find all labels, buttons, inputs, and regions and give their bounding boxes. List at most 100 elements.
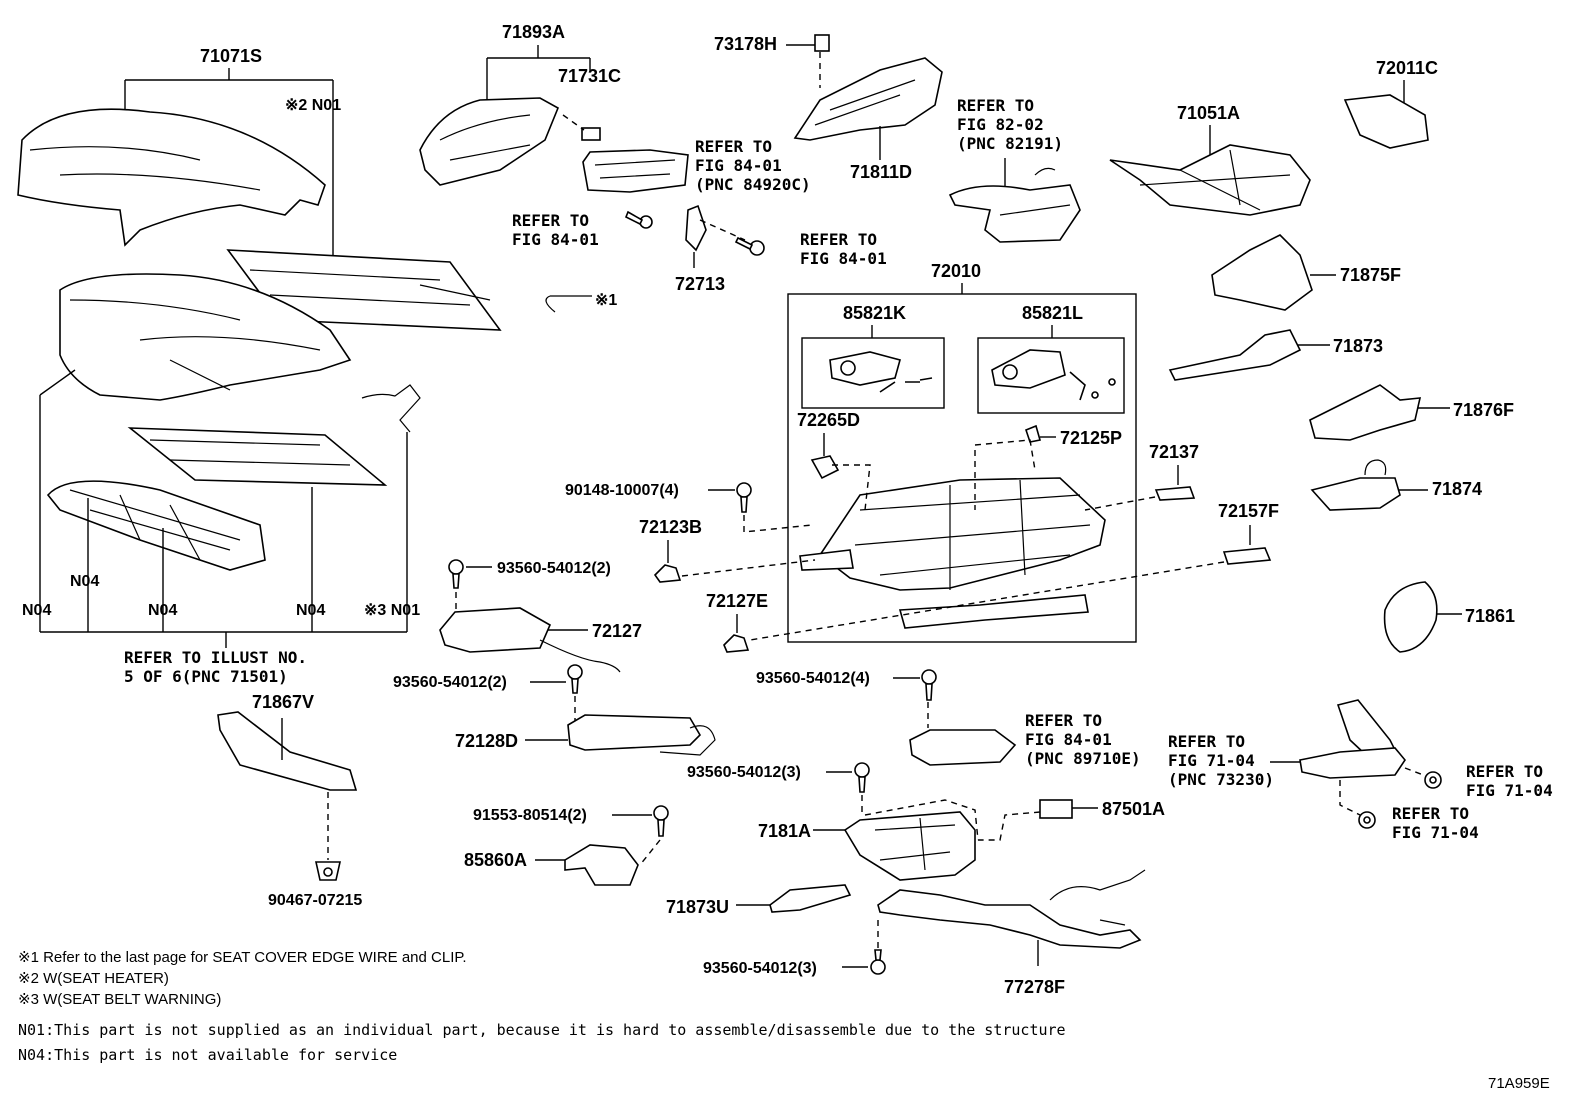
screw-84-01-part — [624, 210, 653, 229]
footnote-1: ※1 Refer to the last page for SEAT COVER… — [18, 949, 467, 966]
part-label-73178H: 73178H — [714, 34, 777, 54]
note-marker-1: ※1 — [595, 292, 617, 309]
refer-nut-a-line2: FIG 71-04 — [1466, 781, 1553, 800]
bolt-93560-d-part — [854, 762, 870, 793]
refer-illust-line1: REFER TO ILLUST NO. — [124, 648, 307, 667]
refer-89710E-line2: FIG 84-01 — [1025, 730, 1112, 749]
part-label-71051A: 71051A — [1177, 103, 1240, 123]
cover-72137-part — [1154, 486, 1196, 501]
part-label-90467: 90467-07215 — [268, 892, 362, 909]
part-label-72137: 72137 — [1149, 442, 1199, 462]
clip-90467-part — [315, 861, 341, 881]
bolt-91553-part — [653, 805, 669, 837]
part-label-72157F: 72157F — [1218, 501, 1279, 521]
motor-box-85821K — [801, 337, 945, 409]
motor-85860A-part — [564, 844, 639, 886]
dash-inside-assy — [832, 439, 1036, 511]
bracket-71875F-part — [1211, 234, 1313, 311]
dash-91553 — [639, 839, 661, 866]
bracket-72265D-part — [810, 455, 840, 480]
refer-switch-line2: FIG 84-01 — [695, 156, 782, 175]
sensor-72128D-part — [567, 714, 716, 756]
part-label-71873: 71873 — [1333, 336, 1383, 356]
refer-89710E-line1: REFER TO — [1025, 711, 1102, 730]
footnote-n04: N04:This part is not available for servi… — [18, 1046, 397, 1064]
note-label-n04-d: N04 — [296, 602, 325, 619]
part-label-72010: 72010 — [931, 261, 981, 281]
part-label-71876F: 71876F — [1453, 400, 1514, 420]
nut-84-01-part — [734, 236, 765, 256]
nut-71-04-a-part — [1424, 771, 1442, 789]
footnote-3: ※3 W(SEAT BELT WARNING) — [18, 991, 221, 1008]
refer-screw-line2: FIG 84-01 — [512, 230, 599, 249]
refer-nut-line2: FIG 84-01 — [800, 249, 887, 268]
refer-screw-line1: REFER TO — [512, 211, 589, 230]
part-label-72123B: 72123B — [639, 517, 702, 537]
motor-box-85821L — [977, 337, 1125, 414]
bracket-71876F-part — [1309, 384, 1422, 441]
seat-track-assembly-part — [799, 477, 1106, 629]
bracket-71873-part — [1168, 329, 1302, 381]
part-label-71875F: 71875F — [1340, 265, 1401, 285]
part-label-72011C: 72011C — [1376, 58, 1438, 78]
bolt-93560-b-part — [567, 664, 583, 694]
part-label-71731C: 71731C — [558, 66, 621, 86]
part-label-87501A: 87501A — [1102, 799, 1165, 819]
refer-nut-line1: REFER TO — [800, 230, 877, 249]
figure-code: 71A959E — [1488, 1075, 1550, 1092]
note-label-n01-heater: ※2 N01 — [285, 97, 341, 114]
nut-71-04-b-part — [1358, 811, 1376, 829]
refer-8202-line1: REFER TO — [957, 96, 1034, 115]
dash-72157F — [749, 561, 1225, 641]
part-label-85821L: 85821L — [1022, 303, 1083, 323]
cover-72011C-part — [1343, 94, 1429, 149]
assy-box-72010 — [787, 293, 1137, 643]
bolt-93560-e-part — [870, 949, 886, 975]
bracket-7181A-part — [843, 811, 976, 881]
belt-buckle-73230-part — [1299, 699, 1406, 779]
refer-8202-line3: (PNC 82191) — [957, 134, 1063, 153]
refer-nut-a-line1: REFER TO — [1466, 762, 1543, 781]
side-shield-71893A-part — [419, 97, 560, 186]
dash-72123B — [681, 559, 816, 577]
cap-73178H-part — [814, 34, 830, 52]
ecu-89710E-part — [909, 729, 1017, 766]
refer-switch-line3: (PNC 84920C) — [695, 175, 811, 194]
part-label-71071S: 71071S — [200, 46, 262, 66]
dash-72713 — [699, 219, 746, 241]
note-label-n04-b: N04 — [22, 602, 51, 619]
side-shield-71811D-part — [793, 57, 943, 141]
bolt-label-91553: 91553-80514(2) — [473, 807, 587, 824]
part-label-71873U: 71873U — [666, 897, 729, 917]
refer-switch-line1: REFER TO — [695, 137, 772, 156]
harness-82191-part — [948, 167, 1081, 243]
dash-72137 — [1084, 496, 1156, 511]
power-seat-switch-part — [582, 149, 689, 193]
motor-85821K-part — [829, 351, 933, 393]
bolt-label-93560-e: 93560-54012(3) — [703, 960, 817, 977]
bolt-93560-a-part — [448, 559, 464, 589]
leader-71071S — [124, 68, 334, 258]
part-label-72127: 72127 — [592, 621, 642, 641]
module-87501A-part — [1039, 799, 1073, 819]
frame-71051A-part — [1109, 144, 1311, 216]
seat-cushion-pad-part — [59, 273, 352, 401]
seat-cover-part — [17, 108, 326, 247]
part-label-72713: 72713 — [675, 274, 725, 294]
leader-n04-bracket — [39, 369, 408, 648]
cap-71731C-part — [581, 127, 601, 141]
refer-73230-line2: FIG 71-04 — [1168, 751, 1255, 770]
dash-71731C — [562, 114, 585, 131]
dash-87501A — [978, 811, 1041, 841]
part-label-7181A: 7181A — [758, 821, 811, 841]
refer-89710E-line3: (PNC 89710E) — [1025, 749, 1141, 768]
bolt-label-93560-a: 93560-54012(2) — [497, 560, 611, 577]
part-label-72125P: 72125P — [1060, 428, 1122, 448]
bracket-71873U-part — [769, 884, 852, 913]
part-label-85860A: 85860A — [464, 850, 527, 870]
ecu-72127-part — [439, 607, 621, 673]
refer-73230-line1: REFER TO — [1168, 732, 1245, 751]
bolt-label-93560-b: 93560-54012(2) — [393, 674, 507, 691]
refer-illust-line2: 5 OF 6(PNC 71501) — [124, 667, 288, 686]
